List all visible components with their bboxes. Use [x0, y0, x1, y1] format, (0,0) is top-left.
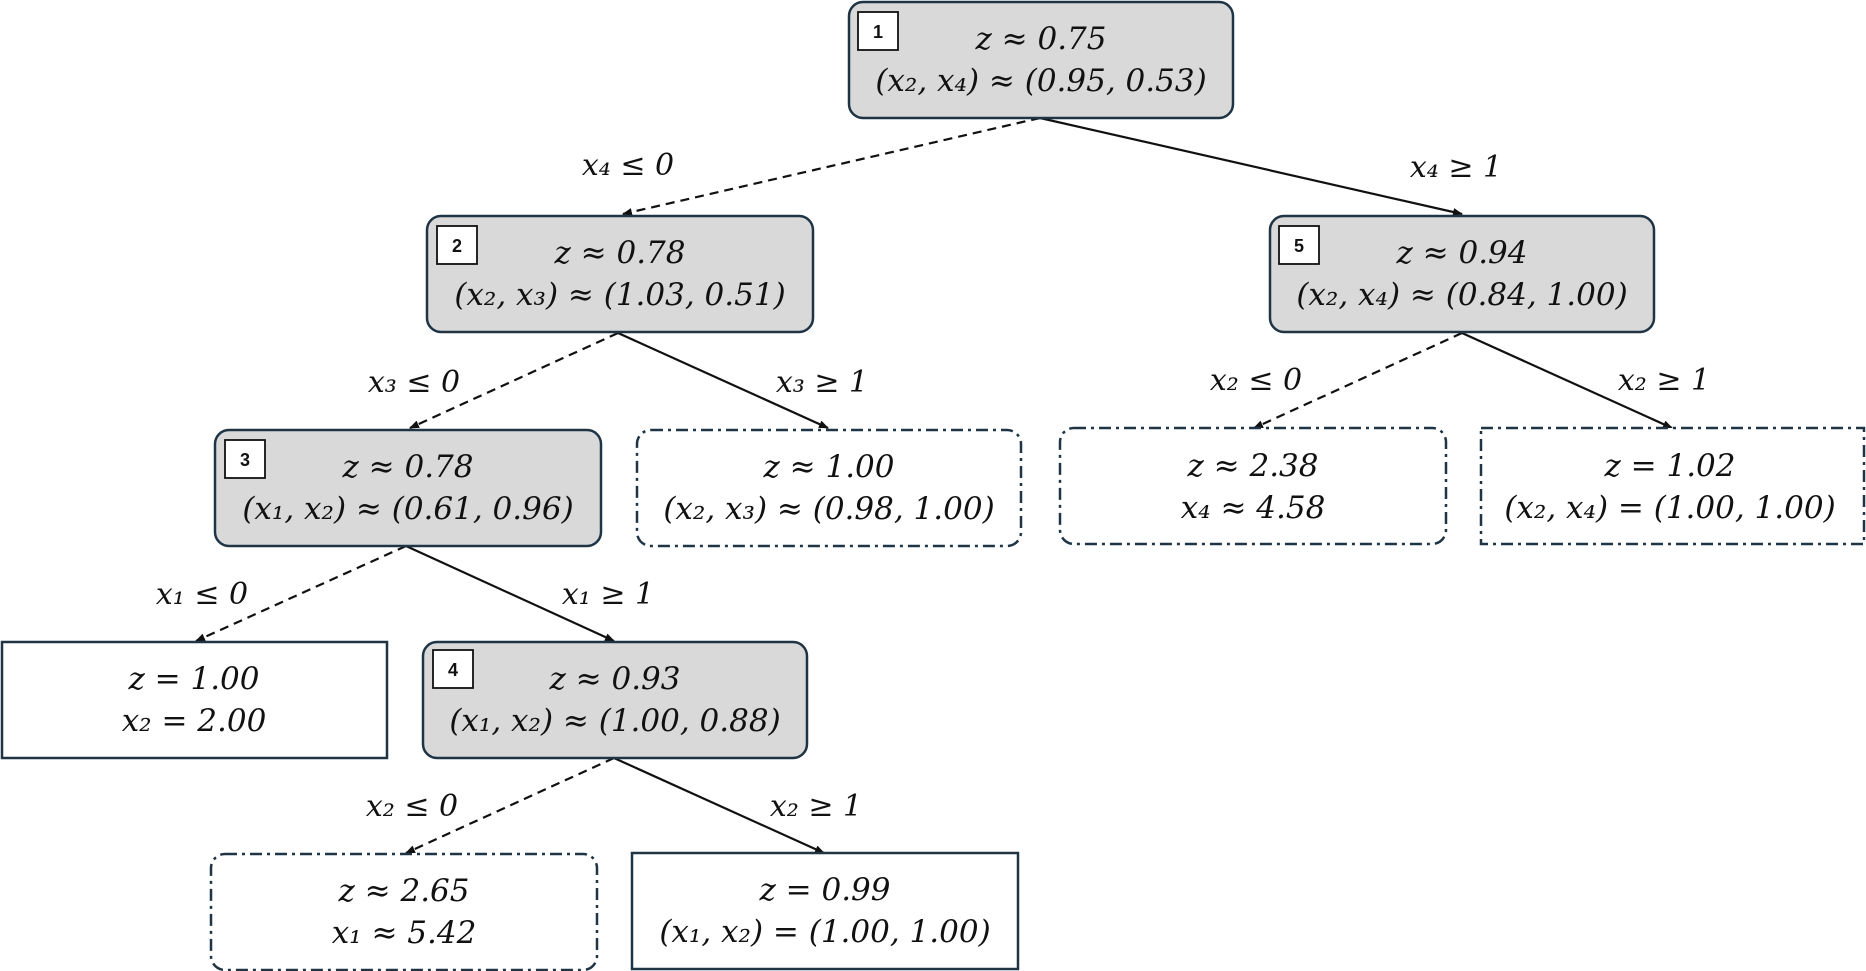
leaf-node-a: z ≈ 1.00 (x₂, x₃) ≈ (0.98, 1.00): [635, 428, 1023, 548]
leaf-node-d: z = 1.00 x₂ = 2.00: [0, 640, 389, 760]
node-objective-value: z ≈ 2.38: [1186, 448, 1318, 484]
edge-label-4-f: x₂ ≥ 1: [770, 789, 862, 824]
node-solution-values: (x₁, x₂) = (1.00, 1.00): [659, 914, 990, 950]
leaf-node-c: z = 1.02 (x₂, x₄) = (1.00, 1.00): [1479, 426, 1866, 546]
node-objective-value: z ≈ 0.93: [548, 661, 680, 697]
leaf-node-b: z ≈ 2.38 x₄ ≈ 4.58: [1058, 426, 1448, 546]
edge-label-1-5: x₄ ≥ 1: [1410, 150, 1502, 185]
edge-3-to-4: [405, 544, 615, 643]
edge-2-to-3: [409, 331, 619, 430]
leaf-node-e: z ≈ 2.65 x₁ ≈ 5.42: [209, 852, 599, 971]
edge-labels: x₄ ≤ 0 x₄ ≥ 1 x₃ ≤ 0 x₃ ≥ 1 x₂ ≤ 0 x₂ ≥ …: [156, 148, 1710, 824]
tree-node-1: 1 z ≈ 0.75 (x₂, x₄) ≈ (0.95, 0.53): [847, 0, 1235, 120]
node-objective-value: z ≈ 0.75: [974, 21, 1106, 57]
edge-label-4-e: x₂ ≤ 0: [366, 789, 458, 824]
edge-5-to-leaf-b: [1253, 331, 1463, 430]
node-solution-values: (x₂, x₄) ≈ (0.95, 0.53): [875, 63, 1206, 99]
edge-label-3-4: x₁ ≥ 1: [562, 577, 654, 612]
edge-4-to-leaf-e: [405, 756, 615, 855]
edge-1-to-5: [1039, 116, 1463, 216]
edge-label-2-3: x₃ ≤ 0: [368, 365, 460, 400]
edge-label-3-d: x₁ ≤ 0: [156, 577, 248, 612]
node-objective-value: z ≈ 2.65: [337, 873, 469, 909]
node-solution-values: x₂ = 2.00: [122, 703, 267, 739]
leaf-node-f: z = 0.99 (x₁, x₂) = (1.00, 1.00): [630, 851, 1020, 971]
node-badge-number: 5: [1294, 236, 1304, 256]
node-objective-value: z ≈ 1.00: [762, 449, 894, 485]
node-solution-values: x₁ ≈ 5.42: [332, 915, 477, 951]
node-badge-2: [436, 225, 478, 265]
node-solution-values: (x₂, x₄) = (1.00, 1.00): [1504, 490, 1835, 526]
node-solution-values: (x₁, x₂) ≈ (1.00, 0.88): [449, 703, 780, 739]
edge-4-to-leaf-f: [613, 756, 825, 855]
edges: [195, 116, 1673, 855]
edge-5-to-leaf-c: [1461, 331, 1673, 430]
node-badge-number: 3: [240, 450, 250, 470]
node-solution-values: (x₂, x₃) ≈ (0.98, 1.00): [663, 491, 994, 527]
edge-3-to-leaf-d: [195, 544, 407, 643]
node-solution-values: x₄ ≈ 4.58: [1181, 490, 1326, 526]
node-badge-1: [857, 11, 899, 51]
node-badge-4: [432, 649, 474, 689]
node-solution-values: (x₂, x₄) ≈ (0.84, 1.00): [1296, 277, 1627, 313]
node-objective-value: z ≈ 0.78: [341, 449, 473, 485]
tree-node-5: 5 z ≈ 0.94 (x₂, x₄) ≈ (0.84, 1.00): [1268, 214, 1656, 334]
tree-node-2: 2 z ≈ 0.78 (x₂, x₃) ≈ (1.03, 0.51): [425, 214, 815, 334]
node-objective-value: z = 1.00: [127, 661, 259, 697]
node-badge-number: 2: [452, 236, 462, 256]
node-badge-number: 4: [448, 660, 458, 680]
node-objective-value: z = 0.99: [758, 872, 890, 908]
edge-label-5-b: x₂ ≤ 0: [1210, 363, 1302, 398]
node-objective-value: z ≈ 0.78: [553, 235, 685, 271]
node-badge-3: [224, 439, 266, 479]
node-solution-values: (x₁, x₂) ≈ (0.61, 0.96): [242, 491, 573, 527]
edge-2-to-leaf-a: [617, 331, 829, 430]
tree-node-4: 4 z ≈ 0.93 (x₁, x₂) ≈ (1.00, 0.88): [421, 640, 809, 760]
node-badge-number: 1: [873, 22, 883, 42]
node-objective-value: z ≈ 0.94: [1395, 235, 1527, 271]
edge-label-1-2: x₄ ≤ 0: [582, 148, 674, 183]
node-badge-5: [1278, 225, 1320, 265]
tree-node-3: 3 z ≈ 0.78 (x₁, x₂) ≈ (0.61, 0.96): [213, 428, 603, 548]
edge-label-5-c: x₂ ≥ 1: [1618, 363, 1710, 398]
node-objective-value: z = 1.02: [1603, 448, 1735, 484]
edge-label-2-a: x₃ ≥ 1: [776, 365, 868, 400]
edge-1-to-2: [622, 116, 1041, 216]
node-solution-values: (x₂, x₃) ≈ (1.03, 0.51): [454, 277, 785, 313]
